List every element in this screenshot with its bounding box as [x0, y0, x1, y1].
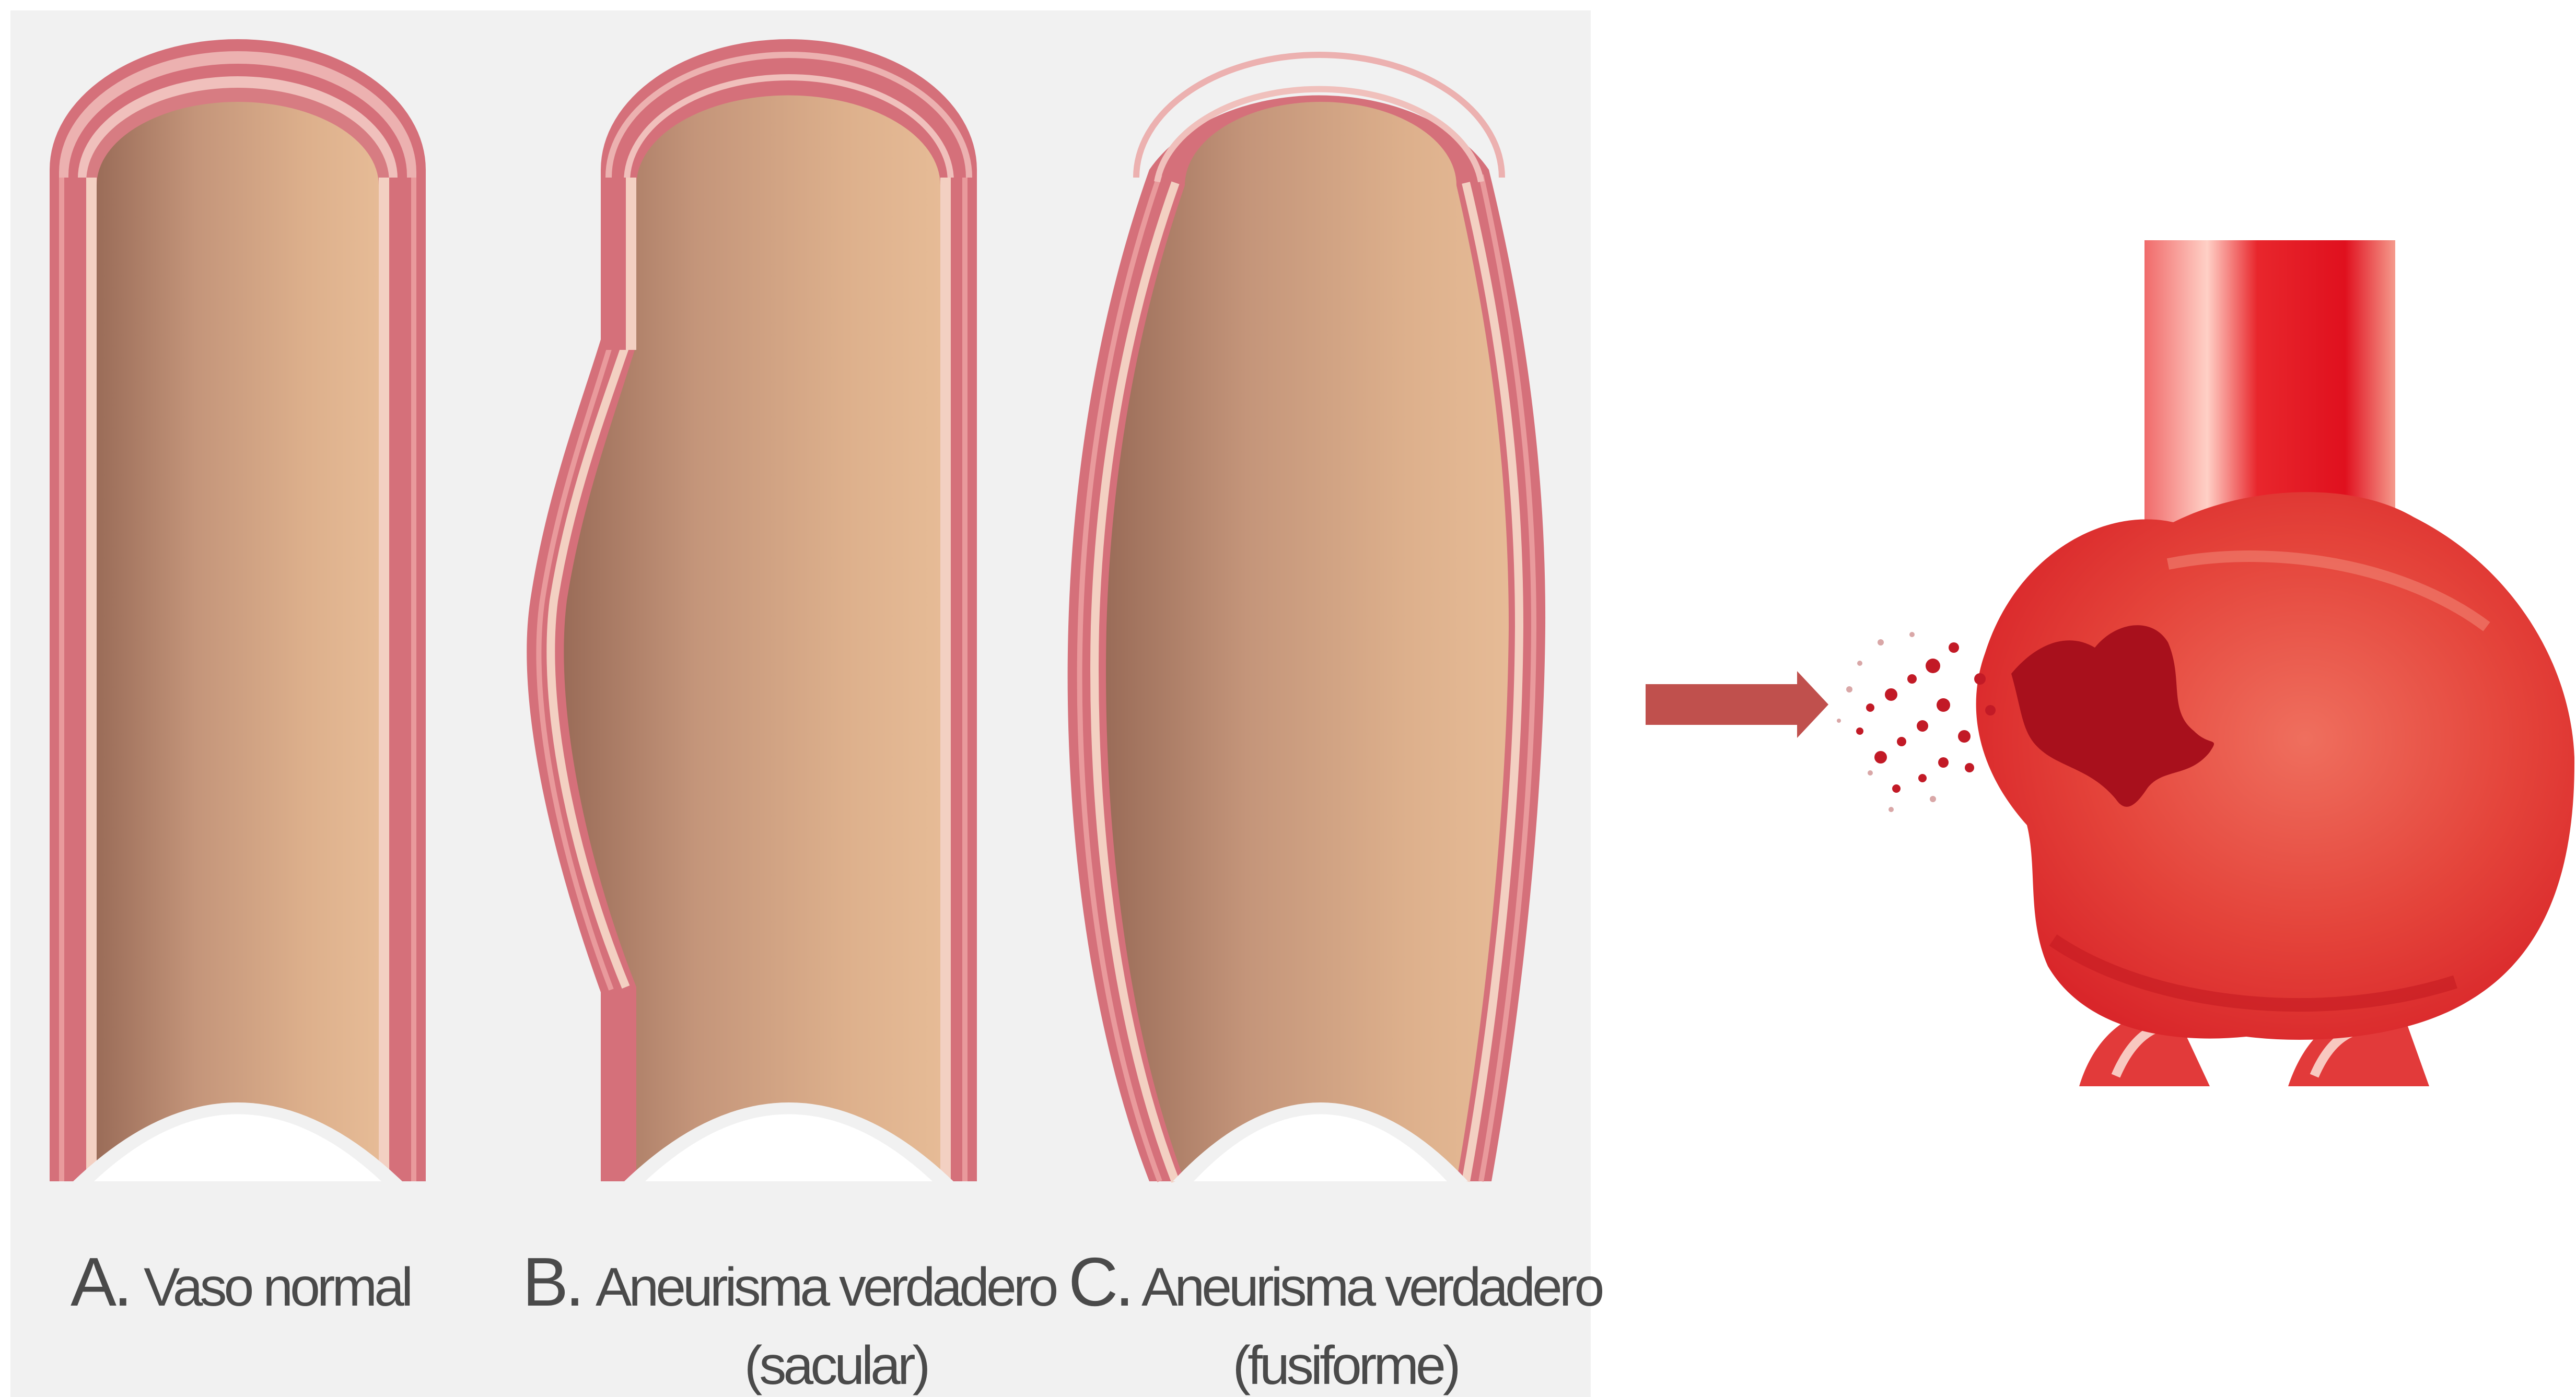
- vessel-fusiform: [1068, 55, 1545, 1181]
- label-title-a: Vaso normal: [144, 1257, 410, 1318]
- right-arrow-icon: [1646, 671, 1828, 738]
- ruptured-aneurysm-illustration: [1837, 240, 2574, 1086]
- label-title-b: Aneurisma verdadero: [596, 1257, 1056, 1318]
- label-subtitle-b: (sacular): [744, 1335, 928, 1396]
- label-title-c: Aneurisma verdadero: [1141, 1257, 1602, 1318]
- label-subtitle-c: (fusiforme): [1233, 1335, 1458, 1396]
- label-letter-b: B.: [522, 1243, 581, 1320]
- vessel-normal: [50, 39, 426, 1181]
- label-letter-c: C.: [1068, 1243, 1131, 1320]
- label-letter-a: A.: [71, 1243, 130, 1320]
